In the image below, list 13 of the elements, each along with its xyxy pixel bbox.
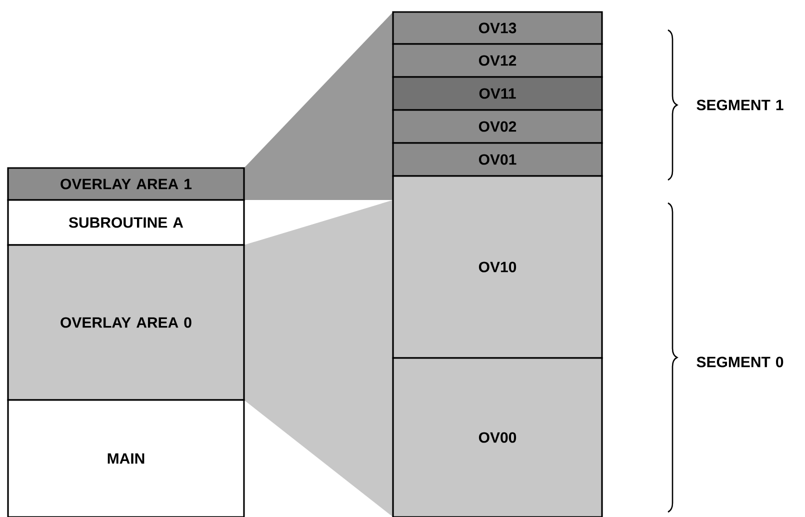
memory-block: OV11 [392,76,603,111]
memory-block: MAIN [7,399,245,517]
memory-block: OVERLAY AREA 0 [7,244,245,401]
memory-block: OV02 [392,109,603,144]
memory-block: OV13 [392,11,603,45]
memory-block: OV00 [392,357,603,517]
memory-block: OV10 [392,175,603,359]
memory-block: OVERLAY AREA 1 [7,167,245,201]
memory-block: OV01 [392,142,603,177]
memory-block: SUBROUTINE A [7,199,245,246]
segment-label: SEGMENT 1 [696,100,784,110]
segment-label: SEGMENT 0 [696,356,784,368]
memory-block: OV12 [392,43,603,78]
